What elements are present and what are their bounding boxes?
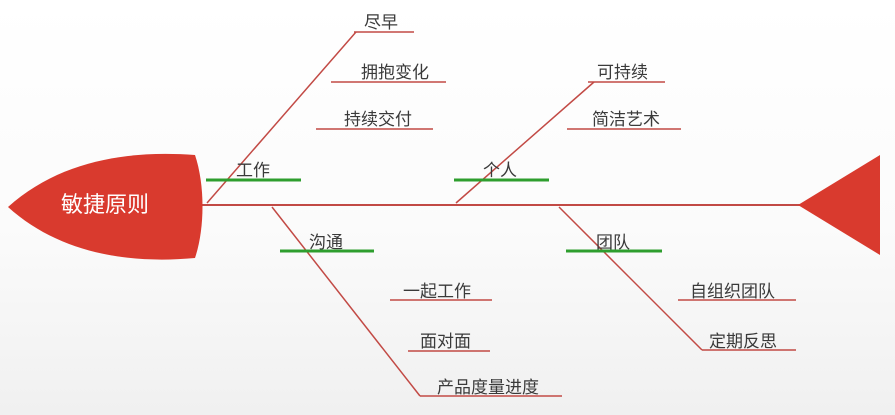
category-label-work: 工作 [236,161,270,181]
cause-label-team-1: 自组织团队 [690,282,775,302]
fish-tail [798,155,880,255]
branch-communication [271,206,421,397]
cause-label-individual-1: 可持续 [597,63,648,83]
cause-label-individual-2: 简洁艺术 [592,110,660,130]
category-label-individual: 个人 [483,161,517,181]
fish-head [8,153,203,260]
cause-label-communication-2: 面对面 [420,332,471,352]
cause-label-communication-1: 一起工作 [403,282,471,302]
cause-label-work-2: 拥抱变化 [361,63,429,83]
cause-label-work-1: 尽早 [364,13,398,33]
branch-individual [455,81,595,204]
branch-team [558,206,703,351]
head-label: 敏捷原则 [60,193,149,218]
cause-label-team-2: 定期反思 [709,332,777,352]
category-label-communication: 沟通 [309,233,343,253]
category-label-team: 团队 [596,233,630,253]
branch-work [206,31,357,204]
cause-label-work-3: 持续交付 [344,110,412,130]
cause-label-communication-3: 产品度量进度 [437,378,539,398]
